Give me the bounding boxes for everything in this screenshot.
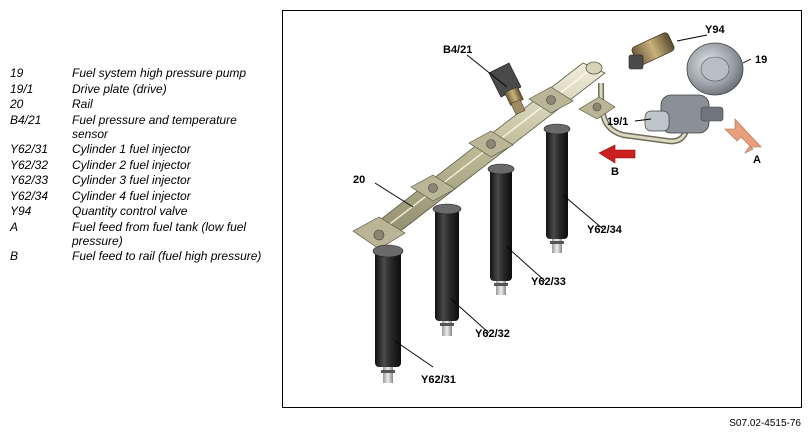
legend-row: 19 Fuel system high pressure pump (10, 66, 272, 80)
legend-text: Quantity control valve (72, 204, 188, 218)
injector-y62-33 (487, 163, 515, 295)
legend-text: Drive plate (drive) (72, 81, 167, 96)
legend-text: Cylinder 3 fuel injector (72, 173, 191, 187)
figure-frame: B4/21 Y94 19 19/1 20 A B Y62/31 Y62/32 Y… (282, 10, 802, 408)
legend-text: Fuel pressure and temperature sensor (72, 112, 237, 141)
callout-y62-32: Y62/32 (475, 328, 510, 340)
legend-code: 19/1 (10, 81, 34, 96)
injector-y62-32 (432, 203, 462, 336)
callout-y94: Y94 (705, 24, 725, 36)
legend-code: A (10, 219, 19, 234)
legend-text: Cylinder 1 fuel injector (72, 142, 191, 156)
legend-code: Y62/33 (10, 173, 49, 187)
legend-code: Y62/31 (10, 142, 49, 156)
callout-y62-34: Y62/34 (587, 224, 623, 236)
callout-y62-33: Y62/33 (531, 276, 566, 288)
high-pressure-pump (644, 42, 744, 134)
legend-code: Y94 (10, 204, 32, 218)
fuel-rail (352, 61, 616, 250)
injector-y62-31 (372, 244, 404, 383)
callout-y62-31: Y62/31 (421, 374, 456, 386)
legend-row: Y94 Quantity control valve (10, 204, 272, 218)
legend-row: 20 Rail (10, 97, 272, 111)
legend-row: A Fuel feed from fuel tank (low fuel pres… (10, 220, 272, 248)
legend-code: 20 (10, 97, 24, 111)
flow-arrow-a (724, 118, 762, 154)
legend-code: 19 (10, 66, 24, 80)
legend-row: Y62/32 Cylinder 2 fuel injector (10, 158, 272, 172)
legend-text: Fuel feed from fuel tank (low fuel press… (72, 219, 247, 248)
callout-19-1: 19/1 (607, 116, 628, 128)
legend-row: B Fuel feed to rail (fuel high pressure) (10, 249, 272, 263)
legend-row: B4/21 Fuel pressure and temperature senso… (10, 113, 272, 141)
legend-code: Y62/32 (10, 157, 49, 172)
legend-text: Fuel system high pressure pump (72, 66, 247, 80)
legend-text: Cylinder 2 fuel injector (72, 157, 191, 172)
callout-a: A (753, 154, 761, 166)
legend-text: Cylinder 4 fuel injector (72, 188, 191, 203)
legend-code: Y62/34 (10, 188, 49, 203)
callout-19: 19 (755, 54, 767, 66)
legend-code: B4/21 (10, 112, 42, 127)
legend: 19 Fuel system high pressure pump 19/1 Dri… (10, 66, 272, 265)
pressure-temperature-sensor (488, 62, 526, 115)
legend-row: Y62/34 Cylinder 4 fuel injector (10, 189, 272, 203)
quantity-control-valve (628, 32, 675, 70)
injector-y62-34 (543, 123, 571, 253)
callout-20: 20 (353, 174, 365, 186)
legend-text: Rail (72, 97, 93, 111)
legend-code: B (10, 249, 19, 263)
flow-arrow-b (598, 144, 636, 164)
fuel-system-illustration: B4/21 Y94 19 19/1 20 A B Y62/31 Y62/32 Y… (352, 24, 767, 386)
callout-b4-21: B4/21 (443, 44, 472, 56)
legend-row: Y62/33 Cylinder 3 fuel injector (10, 173, 272, 187)
legend-row: 19/1 Drive plate (drive) (10, 82, 272, 96)
callout-b: B (611, 166, 619, 178)
legend-row: Y62/31 Cylinder 1 fuel injector (10, 142, 272, 156)
legend-text: Fuel feed to rail (fuel high pressure) (72, 249, 262, 263)
figure-reference: S07.02-4515-76 (729, 418, 801, 429)
